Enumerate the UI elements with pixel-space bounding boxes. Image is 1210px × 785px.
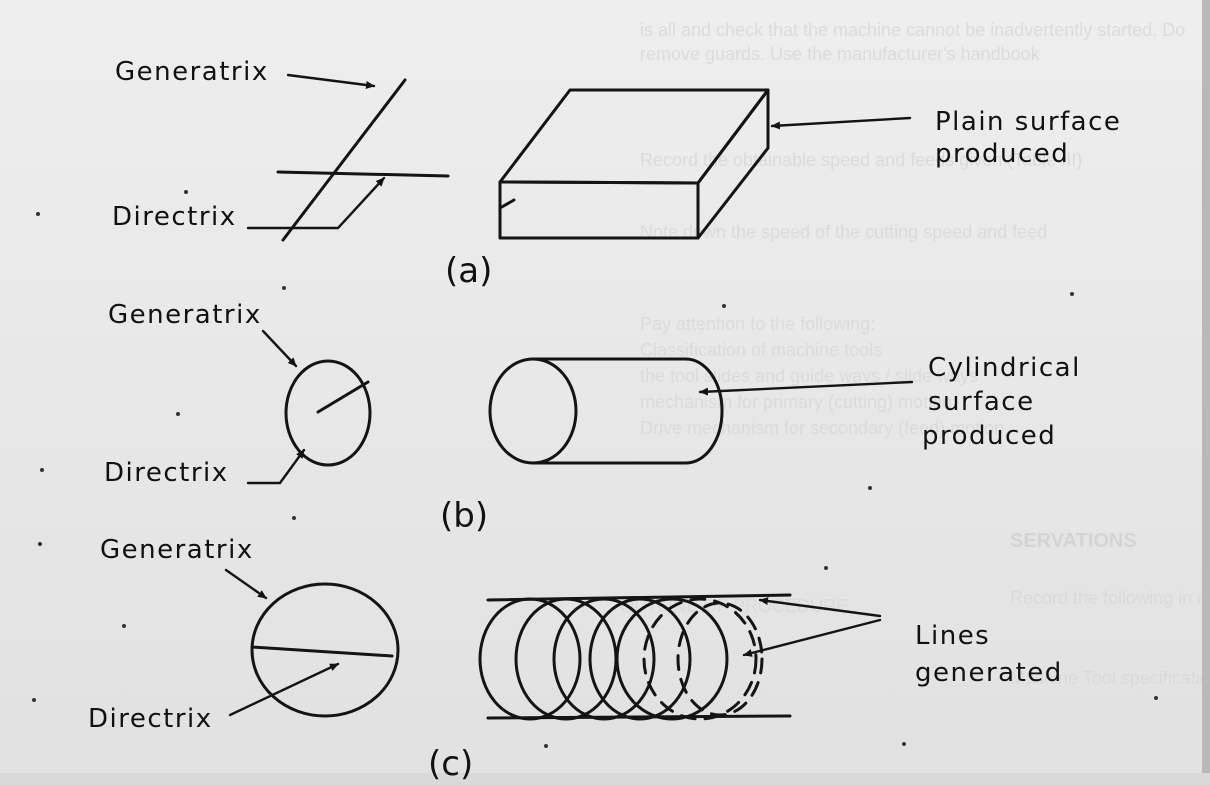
panel-a-directrix-line [276,170,450,178]
bleed-through-text: mechanism for primary (cutting) motion [640,392,953,412]
panel-c-directrix-circle [250,582,400,718]
panel-b-generatrix-label: Generatrix [108,300,262,330]
scan-speckles [32,190,1158,748]
generated-circle-dashed-1 [642,597,758,721]
panel-b-surface-label-line1: Cylindrical [928,353,1081,383]
panel-a-generatrix-line [281,78,407,242]
bleed-through-text: Record the following in a tabular form [1010,588,1210,608]
slab-edge-hatch [498,198,516,210]
bleed-through-text: Machine Tool specifications (Table) [1010,668,1210,688]
panel-a-caption: (a) [445,251,492,291]
scan-edge-right [1202,0,1210,785]
panel-a-surface-label-line1: Plain surface [935,107,1121,137]
bleed-through-text: Pay attention to the following: [640,314,876,334]
panel-b-surface-leader [698,380,914,396]
panel-c-lines-leader-lower [742,618,882,657]
panel-a-directrix-leader [246,176,386,230]
panel-c-lines-label-line2: generated [915,658,1063,688]
panel-c-directrix-leader [228,662,340,717]
bleed-through-text: is all and check that the machine cannot… [640,20,1186,40]
panel-b-generatrix-radius [316,380,370,414]
slab-top-face [498,88,770,185]
generated-circle-3 [552,597,656,721]
panel-a-surface-label-line2: produced [935,139,1069,169]
bleed-through-text: remove guards. Use the manufacturer's ha… [640,44,1040,64]
slab-side-face [696,88,770,240]
panel-b-surface-label-line3: produced [922,421,1056,451]
panel-b-directrix-leader [246,448,306,485]
panel-b-directrix-circle [284,359,372,467]
generated-circle-1 [478,597,582,721]
panel-c: Generatrix Directrix Lines generated (c) [88,535,1063,784]
panel-a-generatrix-leader [286,73,376,89]
generated-circle-5 [615,597,729,721]
panel-b-caption: (b) [440,496,488,536]
panel-a-surface-leader [770,116,912,130]
panel-c-directrix-label: Directrix [88,704,213,734]
panel-c-caption: (c) [428,744,473,784]
bleed-through-heading: SERVATIONS [1010,530,1137,552]
generated-circle-4 [588,597,692,721]
bleed-through-text: Record the obtainable speed and feeds gi… [640,150,1083,170]
panel-c-generatrix-label: Generatrix [100,535,254,565]
panel-b-generatrix-leader [261,329,298,368]
generated-circle-dashed-2 [676,601,764,717]
bleed-through-text: the tool slides and guide ways / slide w… [640,366,979,386]
panel-a: Generatrix Directrix Plain surface produ… [112,57,1121,291]
panel-a-directrix-label: Directrix [112,202,237,232]
bleed-through-text: Note down the speed of the cutting speed… [640,222,1048,242]
scan-edge-bottom [0,773,1210,785]
panel-a-generatrix-label: Generatrix [115,57,269,87]
panel-c-generatrix-line [250,645,394,658]
panel-c-lines-leader-upper [758,597,882,618]
bleed-through-text: Classification of machine tools [640,340,883,360]
slab-front-face [498,180,700,240]
cylinder-right-end [684,357,724,465]
bleed-through-text: Drive mechanism for secondary (feed) mot… [640,418,1005,438]
panel-b-directrix-label: Directrix [104,458,229,488]
cylinder-left-end [488,357,578,465]
panel-c-lines-label-line1: Lines [915,621,990,651]
panel-c-generatrix-leader [224,568,268,600]
panel-b: Generatrix Directrix Cylindrical surface… [104,300,1081,536]
panel-b-surface-label-line2: surface [928,387,1035,417]
